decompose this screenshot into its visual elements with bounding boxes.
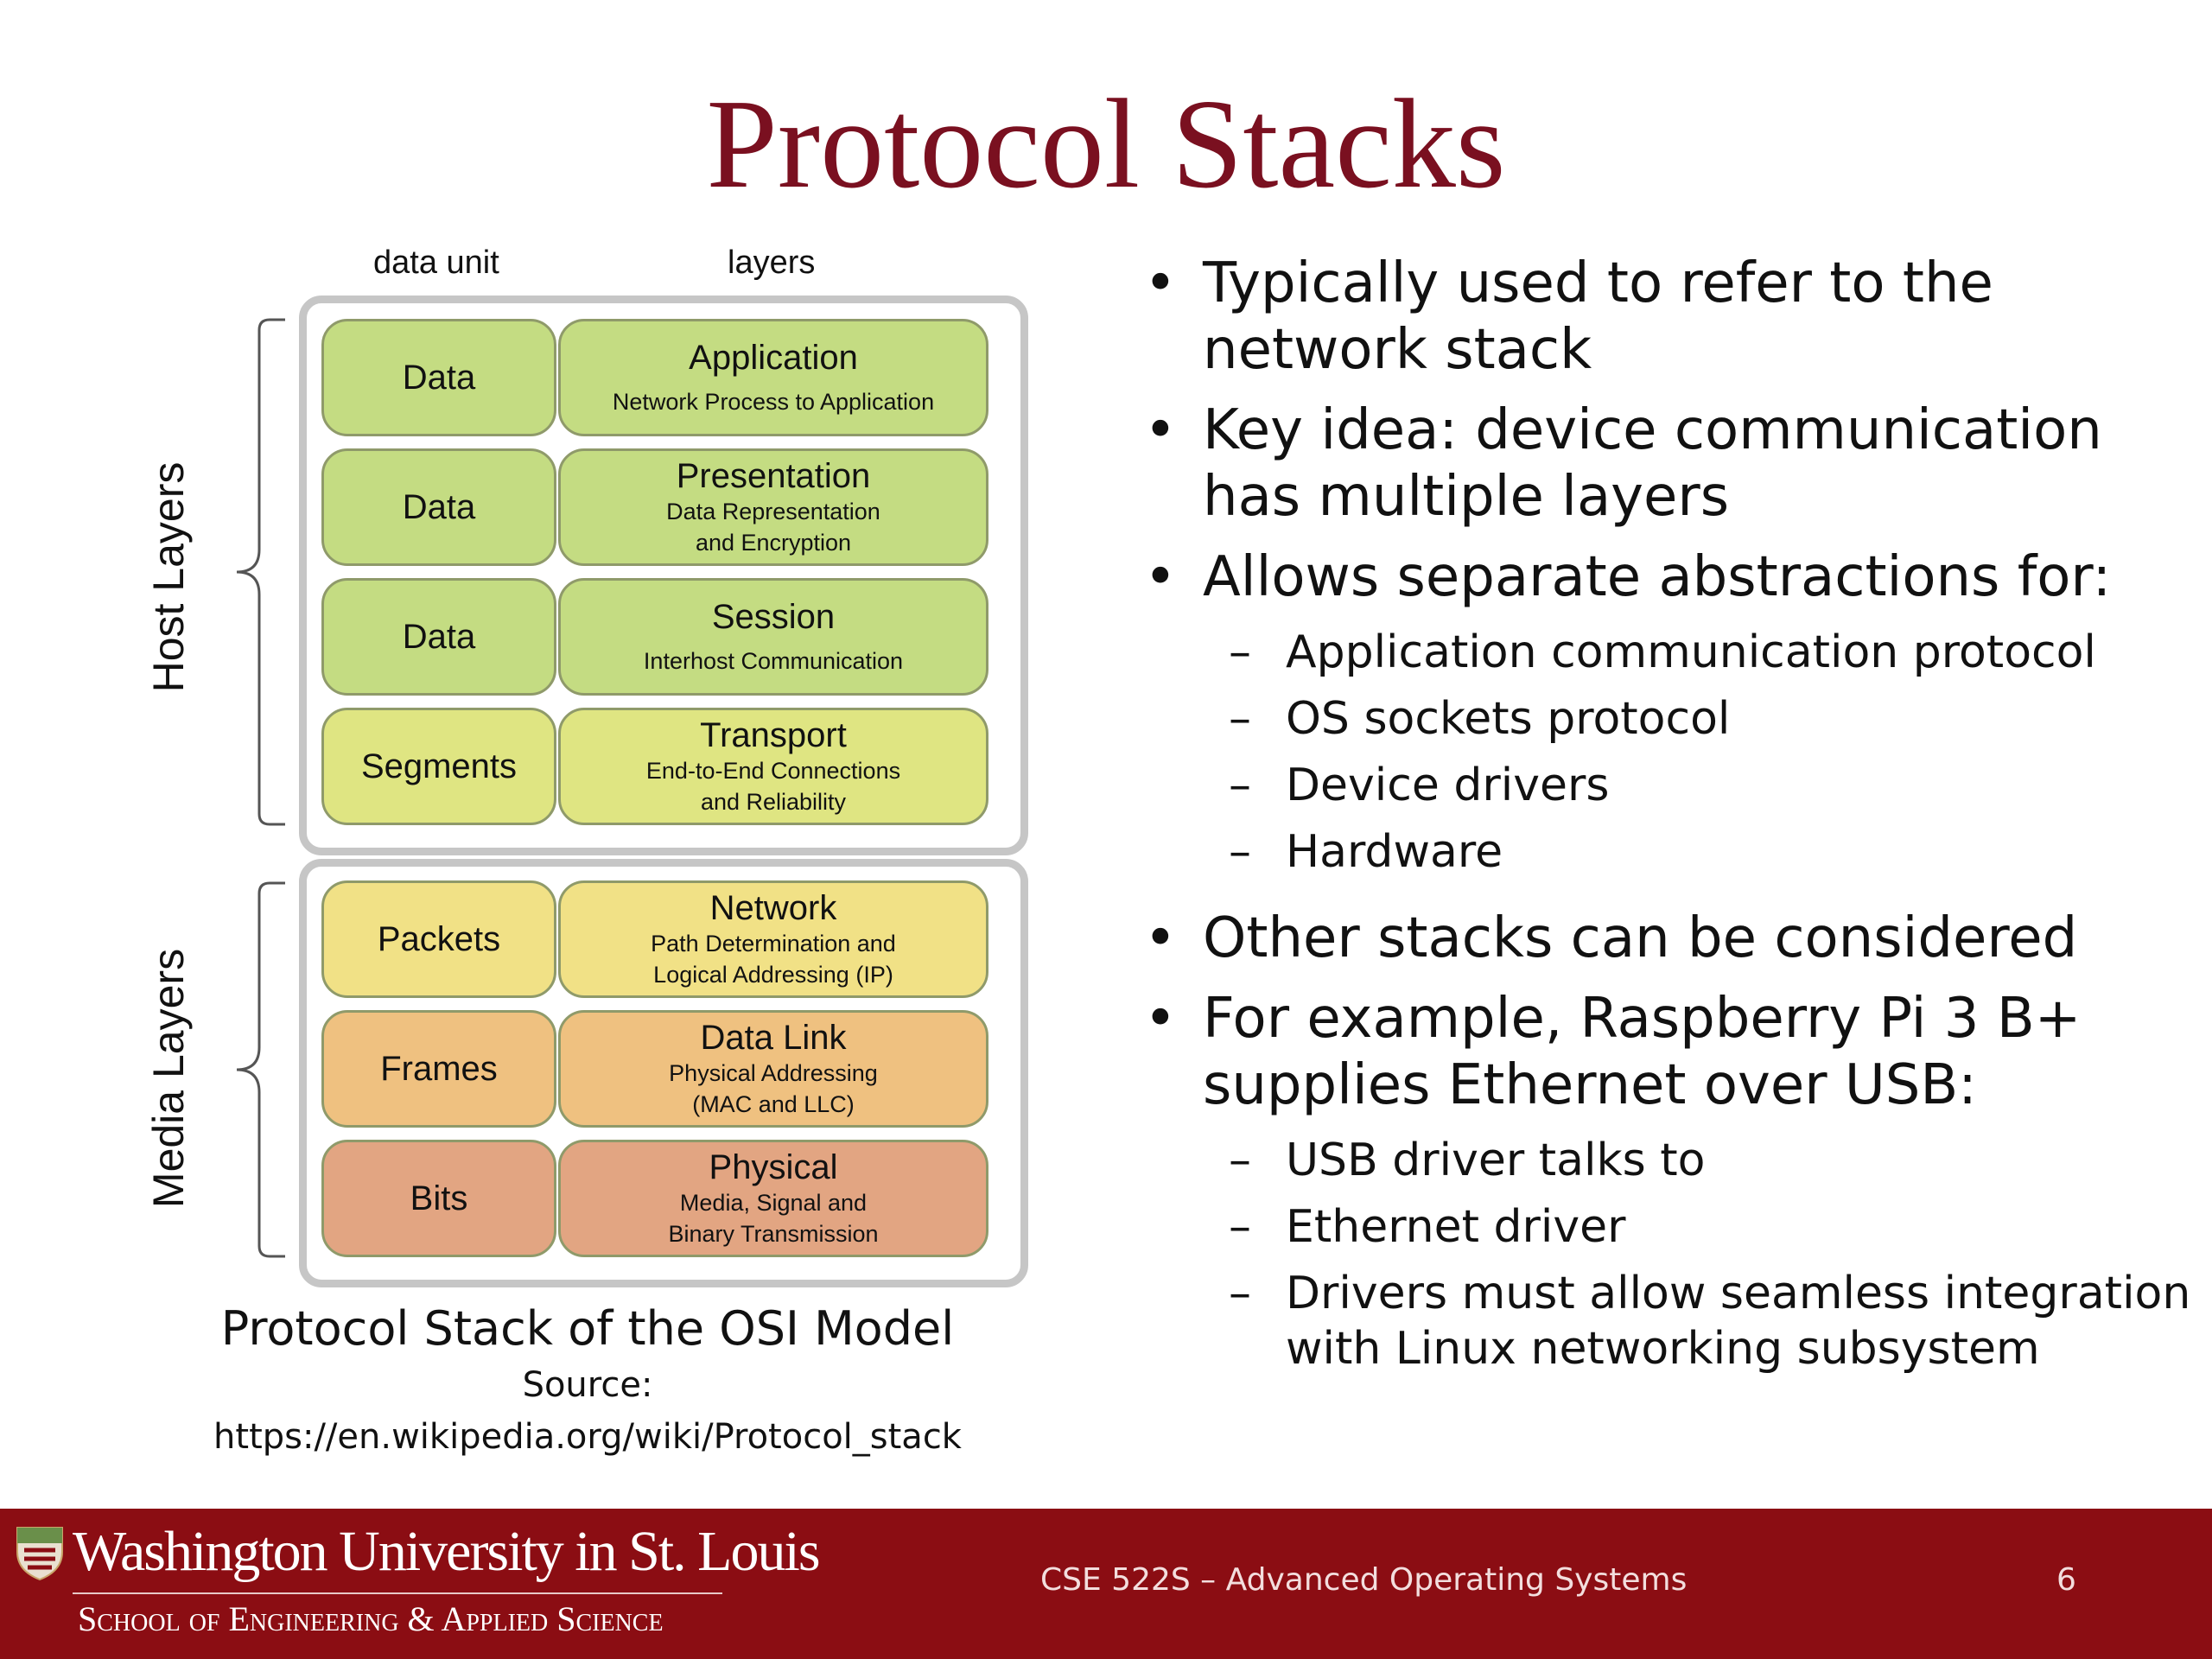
layer-desc: Binary Transmission: [668, 1221, 879, 1247]
footer-bar: [0, 1509, 2212, 1659]
unit-cell-network: Packets: [321, 880, 556, 998]
layer-cell-network: Network Path Determination and Logical A…: [558, 880, 988, 998]
sub-bullet-item: –Drivers must allow seamless integration…: [1229, 1268, 2191, 1375]
layer-name: Physical: [709, 1148, 838, 1186]
layer-name: Network: [709, 889, 837, 927]
layer-desc: Media, Signal and: [679, 1190, 868, 1216]
osi-diagram: data unit layers Host Layers Media Layer…: [0, 0, 1037, 1486]
layer-desc: and Encryption: [695, 530, 852, 556]
layer-desc: Physical Addressing: [669, 1060, 878, 1086]
layer-cell-datalink: Data Link Physical Addressing (MAC and L…: [558, 1010, 988, 1128]
page-number: 6: [2056, 1562, 2076, 1598]
host-brace: [233, 318, 287, 826]
sub-bullet-item: –OS sockets protocol: [1229, 693, 1731, 745]
media-brace: [233, 881, 287, 1258]
sub-bullet-item: –Hardware: [1229, 826, 1503, 878]
unit-cell-physical: Bits: [321, 1140, 556, 1257]
source-link[interactable]: https://en.wikipedia.org/wiki/Protocol_s…: [213, 1417, 962, 1457]
slide-title: Protocol Stacks: [706, 73, 1506, 215]
layer-desc: (MAC and LLC): [692, 1091, 855, 1117]
layer-cell-physical: Physical Media, Signal and Binary Transm…: [558, 1140, 988, 1257]
university-shield-icon: [16, 1526, 64, 1581]
host-layers-label: Host Layers: [144, 461, 193, 693]
bullet-list: •Typically used to refer to the network …: [1141, 251, 2195, 1388]
unit-cell-presentation: Data: [321, 448, 556, 566]
layer-cell-transport: Transport End-to-End Connections and Rel…: [558, 708, 988, 825]
unit-cell-transport: Segments: [321, 708, 556, 825]
sub-bullet-item: –USB driver talks to: [1229, 1135, 1706, 1186]
course-title: CSE 522S – Advanced Operating Systems: [1040, 1562, 1688, 1598]
layer-name: Session: [711, 598, 836, 636]
unit-cell-application: Data: [321, 319, 556, 436]
unit-cell-datalink: Frames: [321, 1010, 556, 1128]
diagram-caption: Protocol Stack of the OSI Model: [220, 1301, 955, 1356]
footer-divider: [73, 1592, 722, 1594]
sub-bullet-item: –Application communication protocol: [1229, 626, 2096, 678]
sub-bullet-item: –Ethernet driver: [1229, 1201, 1626, 1253]
layer-cell-presentation: Presentation Data Representation and Enc…: [558, 448, 988, 566]
bullet-item: •Allows separate abstractions for:: [1144, 545, 2112, 609]
layer-desc: End-to-End Connections: [645, 758, 901, 784]
layer-desc: Path Determination and: [651, 931, 896, 957]
layer-desc: Network Process to Application: [612, 389, 935, 415]
layer-desc: Logical Addressing (IP): [653, 962, 893, 988]
layer-desc: Data Representation: [666, 499, 880, 524]
sub-bullet-item: –Device drivers: [1229, 760, 1610, 811]
layer-cell-application: Application Network Process to Applicati…: [558, 319, 988, 436]
layers-header: layers: [728, 245, 816, 281]
layer-desc: Interhost Communication: [643, 648, 904, 674]
layer-name: Data Link: [700, 1019, 847, 1057]
source-label: Source:: [522, 1365, 653, 1405]
layer-cell-session: Session Interhost Communication: [558, 578, 988, 696]
unit-cell-session: Data: [321, 578, 556, 696]
university-name: Washington University in St. Louis: [73, 1520, 821, 1583]
bullet-item: •Typically used to refer to the network …: [1144, 251, 1993, 382]
layer-name: Application: [689, 339, 858, 377]
school-name: School of Engineering & Applied Science: [78, 1599, 664, 1638]
data-unit-header: data unit: [373, 245, 499, 281]
bullet-item: •Key idea: device communication has mult…: [1144, 398, 2102, 529]
media-layers-label: Media Layers: [144, 948, 193, 1209]
layer-name: Transport: [700, 716, 847, 754]
bullet-item: •Other stacks can be considered: [1144, 906, 2078, 970]
layer-desc: and Reliability: [700, 789, 847, 815]
layer-name: Presentation: [676, 457, 871, 495]
bullet-item: •For example, Raspberry Pi 3 B+ supplies…: [1144, 987, 2082, 1117]
